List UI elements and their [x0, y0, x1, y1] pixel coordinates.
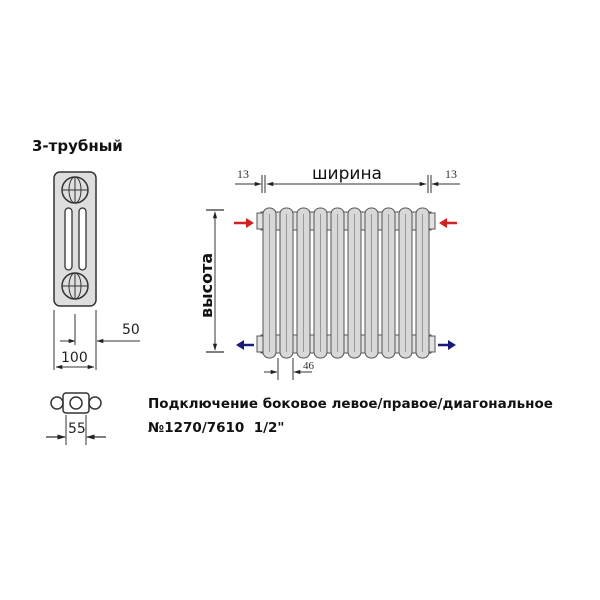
- dim-right-margin-label: 13: [445, 167, 457, 181]
- inlet-arrow-right: [439, 218, 457, 228]
- dim-width-label: 100: [61, 350, 88, 366]
- height-label: высота: [197, 253, 216, 318]
- outlet-arrow-right: [438, 340, 456, 350]
- section-side-profile: [53, 171, 97, 307]
- width-label: ширина: [312, 164, 382, 184]
- dim-section-pitch-label: 46: [303, 360, 315, 372]
- dim-left-margin-label: 13: [237, 167, 249, 181]
- outlet-arrow-left: [236, 340, 254, 350]
- dim-offset-label: 50: [122, 322, 140, 338]
- connection-type-caption: Подключение боковое левое/правое/диагона…: [148, 396, 553, 412]
- section-top-view: [50, 392, 102, 414]
- inlet-arrow-left: [234, 218, 254, 228]
- model-number-caption: №1270/7610 1/2": [148, 420, 285, 436]
- radiator-type-title: 3-трубный: [32, 137, 123, 155]
- radiator-front-view: [256, 207, 436, 359]
- dim-depth-label: 55: [68, 421, 86, 437]
